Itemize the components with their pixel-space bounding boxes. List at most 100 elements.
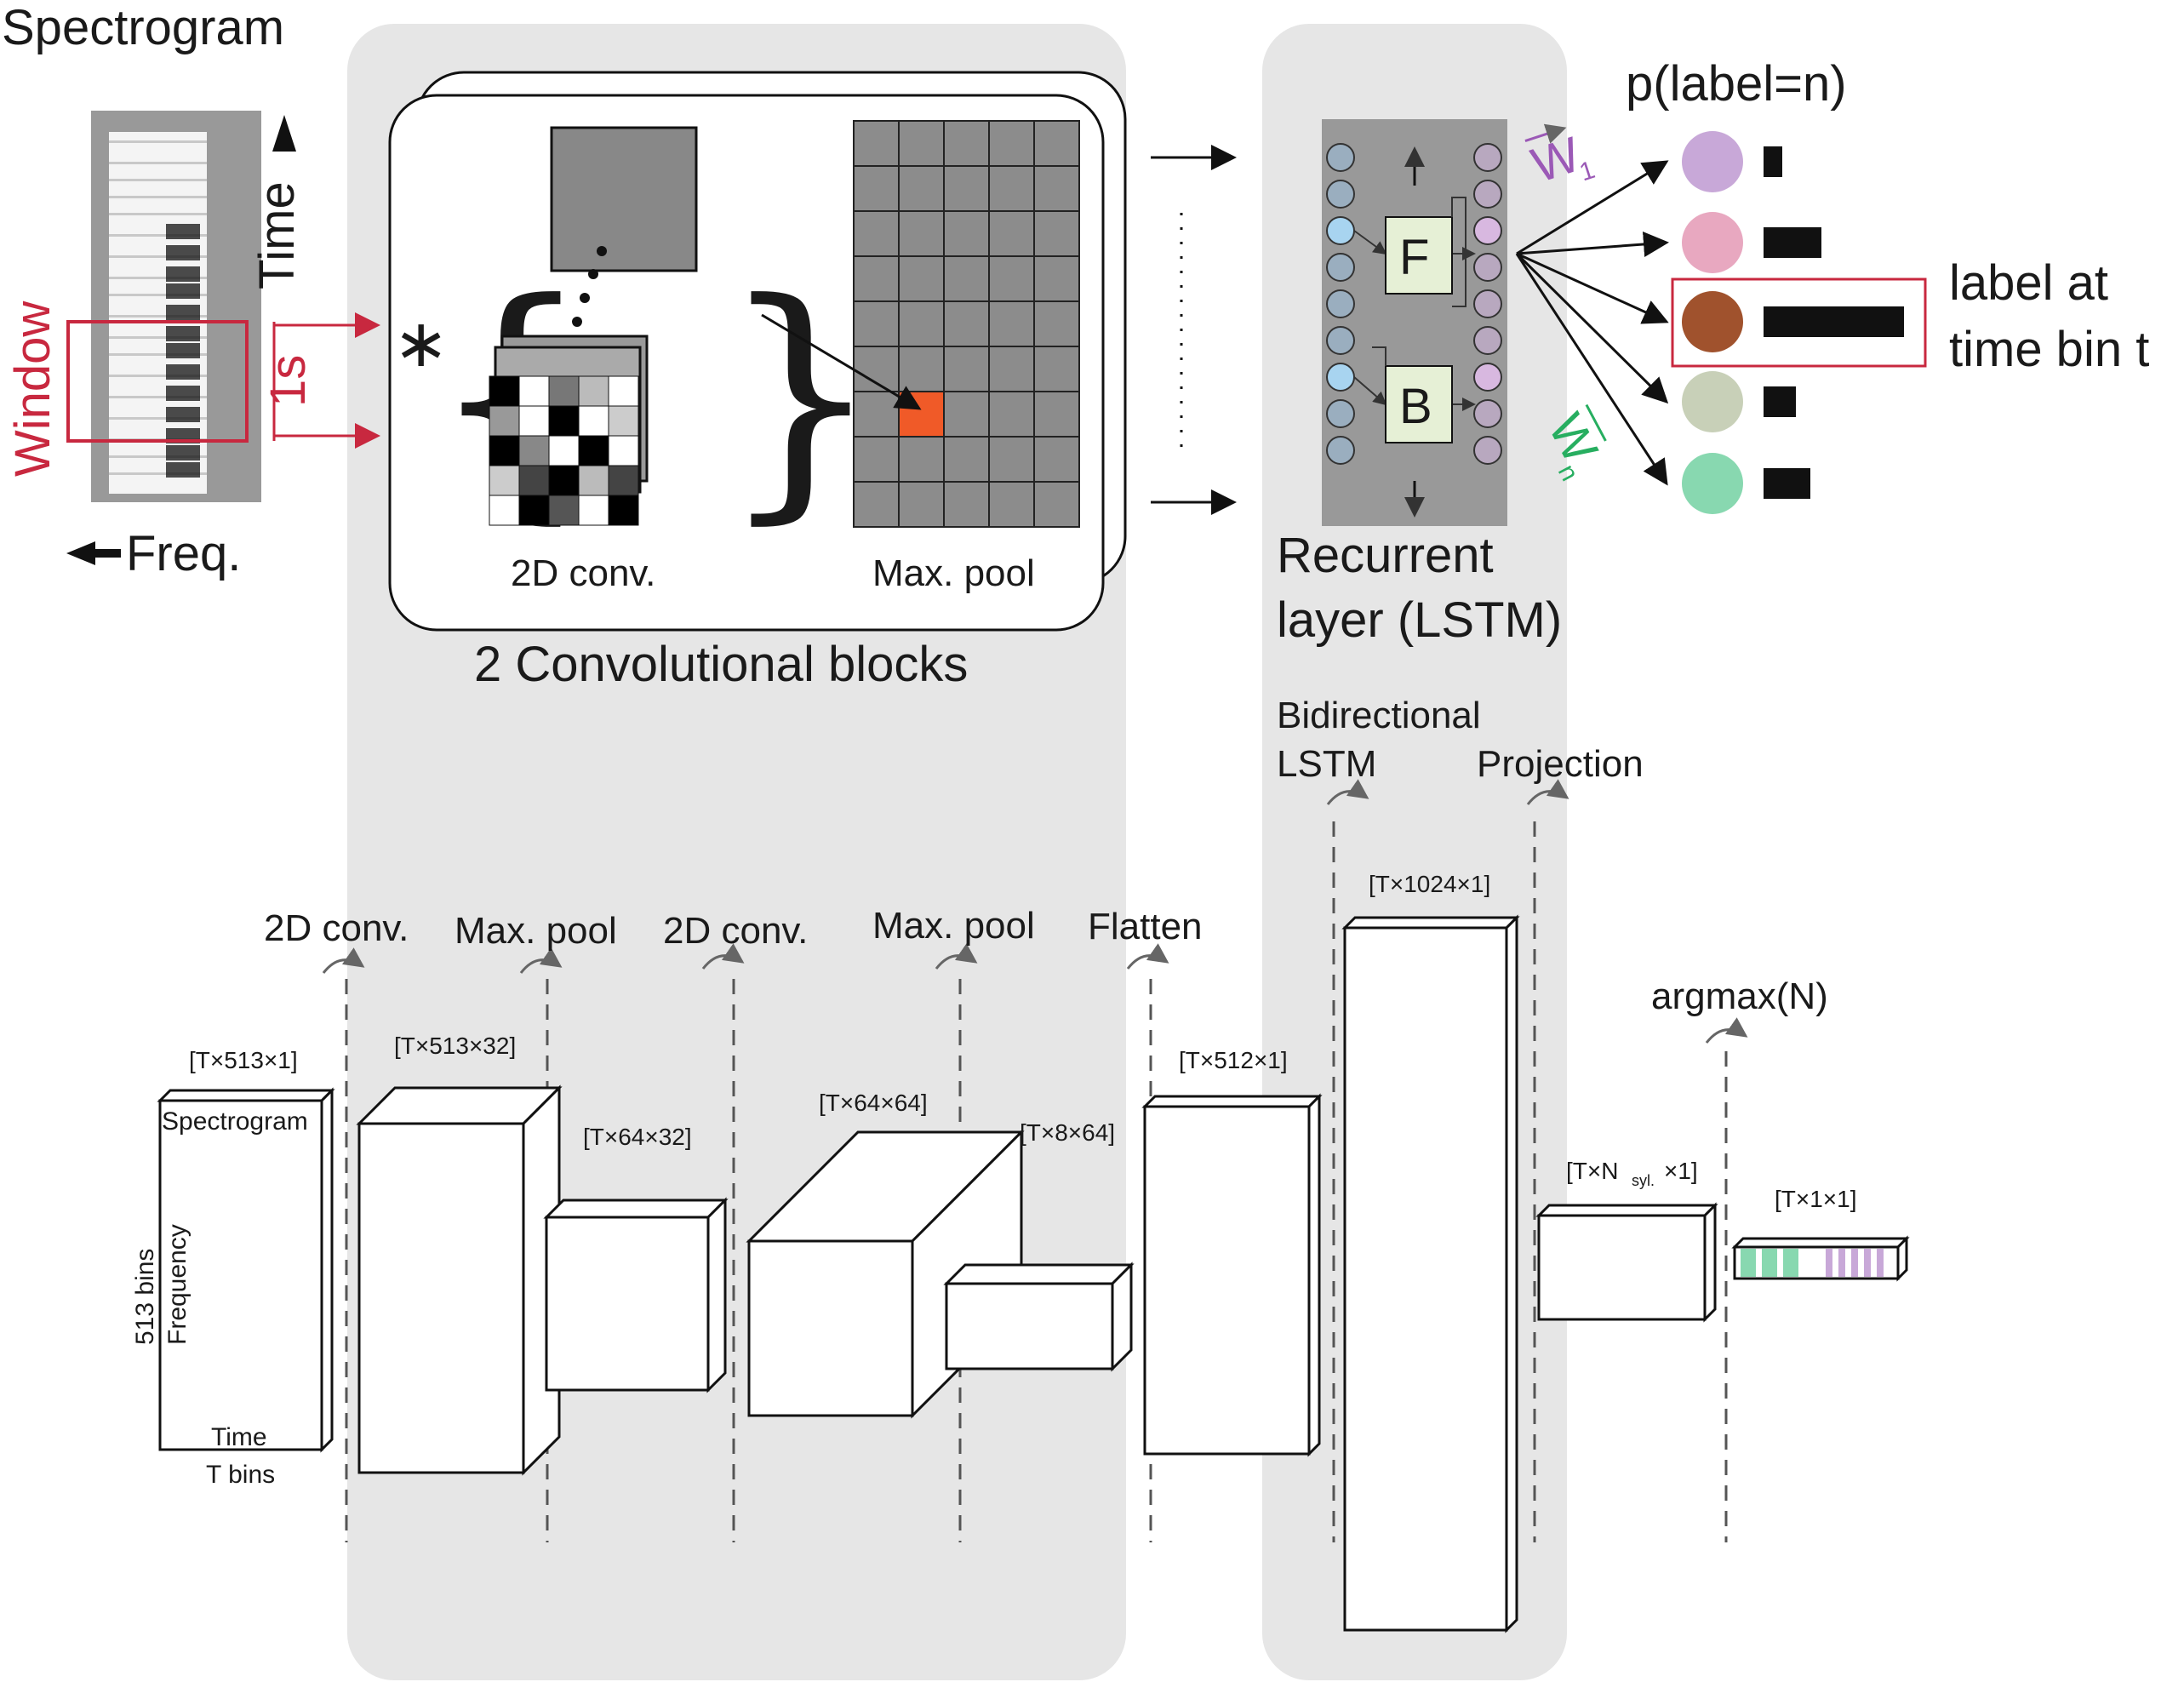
label-prob-circle bbox=[1682, 371, 1743, 432]
kernel-cell bbox=[578, 405, 609, 437]
cuboid-front bbox=[1143, 1105, 1311, 1456]
spectrogram-image bbox=[91, 111, 261, 502]
output-arrow bbox=[1516, 160, 1669, 255]
spectrogram-streak bbox=[166, 245, 200, 260]
input-bins: 513 bins bbox=[131, 1249, 159, 1345]
kernel-cell bbox=[548, 495, 580, 526]
spectrogram-streak bbox=[109, 196, 207, 198]
pool-cell bbox=[943, 165, 990, 212]
kernel-cell bbox=[578, 495, 609, 526]
label-text-2: time bin t bbox=[1949, 322, 2149, 377]
dim-conv1: [T×513×32] bbox=[394, 1033, 516, 1059]
output-arrow bbox=[1516, 232, 1669, 257]
cuboid-top bbox=[157, 1089, 335, 1102]
svg-text:1: 1 bbox=[1576, 156, 1598, 187]
kernel-cell bbox=[518, 495, 550, 526]
lstm-input-node bbox=[1326, 399, 1355, 428]
pool-cell bbox=[853, 436, 900, 483]
pool-cell bbox=[1033, 210, 1080, 257]
lstm-output-node bbox=[1473, 143, 1502, 172]
pool-cell bbox=[988, 346, 1035, 392]
pool1-cuboid bbox=[543, 1197, 729, 1393]
pool-cell bbox=[853, 210, 900, 257]
kernel-cell bbox=[548, 405, 580, 437]
output-arrow bbox=[1515, 253, 1668, 486]
lstm-output-node bbox=[1473, 253, 1502, 282]
lstm-input-node bbox=[1326, 326, 1355, 355]
pool-cell bbox=[898, 481, 945, 528]
pool-cell bbox=[988, 120, 1035, 167]
spectrogram-streak bbox=[166, 386, 200, 401]
kernel-cell bbox=[489, 495, 520, 526]
pool-cell bbox=[988, 210, 1035, 257]
pool-cell bbox=[988, 436, 1035, 483]
lstm-backward-loop bbox=[1372, 346, 1386, 366]
label-prob-circle bbox=[1682, 453, 1743, 514]
step-argmax: argmax(N) bbox=[1651, 975, 1828, 1017]
lstm-forward-loop bbox=[1451, 197, 1466, 307]
pool-inner-label: Max. pool bbox=[872, 552, 1035, 594]
cuboid-top bbox=[1535, 1204, 1718, 1217]
window-label: Window bbox=[5, 300, 60, 477]
pool-cell bbox=[853, 120, 900, 167]
kernel-cell bbox=[518, 375, 550, 407]
lstm-input-node bbox=[1326, 253, 1355, 282]
input-freq: Frequency bbox=[163, 1224, 192, 1345]
kernel-cell bbox=[548, 435, 580, 466]
kernel-cell bbox=[608, 375, 639, 407]
kernel-cell bbox=[489, 375, 520, 407]
strip-segment bbox=[1826, 1249, 1832, 1277]
kernel-cell bbox=[548, 465, 580, 496]
step-projection: Projection bbox=[1477, 743, 1644, 785]
label-prob-bar bbox=[1764, 306, 1904, 337]
cuboid-side bbox=[1505, 914, 1518, 1633]
cuboid-front bbox=[545, 1216, 710, 1392]
pool-arrow bbox=[761, 313, 922, 410]
spectrogram-streak bbox=[109, 277, 207, 279]
spectrogram-streak bbox=[109, 213, 207, 215]
input-cuboid bbox=[157, 1087, 335, 1453]
pool-cell bbox=[988, 481, 1035, 528]
recurrent-label-2: layer (LSTM) bbox=[1277, 592, 1562, 648]
step-conv2: 2D conv. bbox=[663, 910, 808, 952]
spectrogram-streak bbox=[109, 234, 207, 237]
label-prob-bar bbox=[1764, 146, 1782, 177]
pool-cell bbox=[1033, 255, 1080, 302]
pool-cell bbox=[988, 300, 1035, 347]
conv-inner-label: 2D conv. bbox=[511, 552, 655, 594]
spectrogram-streak bbox=[109, 162, 207, 164]
step-pool2: Max. pool bbox=[872, 905, 1035, 947]
output-arrow bbox=[1516, 252, 1669, 324]
svg-text:syl.: syl. bbox=[1632, 1172, 1655, 1189]
lstm-forward-cell bbox=[1385, 216, 1453, 295]
asterisk-icon: ∗ bbox=[393, 306, 449, 380]
spectrogram-streak bbox=[109, 375, 207, 377]
spectrogram-streak bbox=[166, 283, 200, 299]
cuboid-top bbox=[1341, 916, 1520, 930]
spectrogram-streak bbox=[109, 396, 207, 398]
duration-label: 1s bbox=[260, 355, 316, 407]
strip-segment bbox=[1762, 1249, 1777, 1277]
pool-cell bbox=[1033, 391, 1080, 438]
lstm-output-node bbox=[1473, 363, 1502, 392]
pool-cell bbox=[988, 255, 1035, 302]
spectrogram-streak bbox=[109, 255, 207, 258]
cuboid-side bbox=[1703, 1202, 1717, 1323]
pool-cell bbox=[1033, 481, 1080, 528]
lstm-cuboid bbox=[1341, 914, 1520, 1633]
pool-cell bbox=[943, 255, 990, 302]
pool-cell bbox=[1033, 436, 1080, 483]
pool-cell bbox=[1033, 165, 1080, 212]
lstm-output-node bbox=[1473, 289, 1502, 318]
pool-cell bbox=[853, 481, 900, 528]
cuboid-front bbox=[158, 1099, 323, 1451]
dim-pool2: [T×8×64] bbox=[1020, 1119, 1115, 1146]
dim-pool1: [T×64×32] bbox=[583, 1124, 692, 1150]
dim-output: [T×1×1] bbox=[1775, 1186, 1857, 1212]
kernel-cell bbox=[518, 435, 550, 466]
pool-cell bbox=[898, 120, 945, 167]
cuboid-front bbox=[1343, 926, 1508, 1632]
svg-text:[T×N: [T×N bbox=[1566, 1158, 1618, 1184]
lstm-input-arrow bbox=[1353, 230, 1387, 255]
